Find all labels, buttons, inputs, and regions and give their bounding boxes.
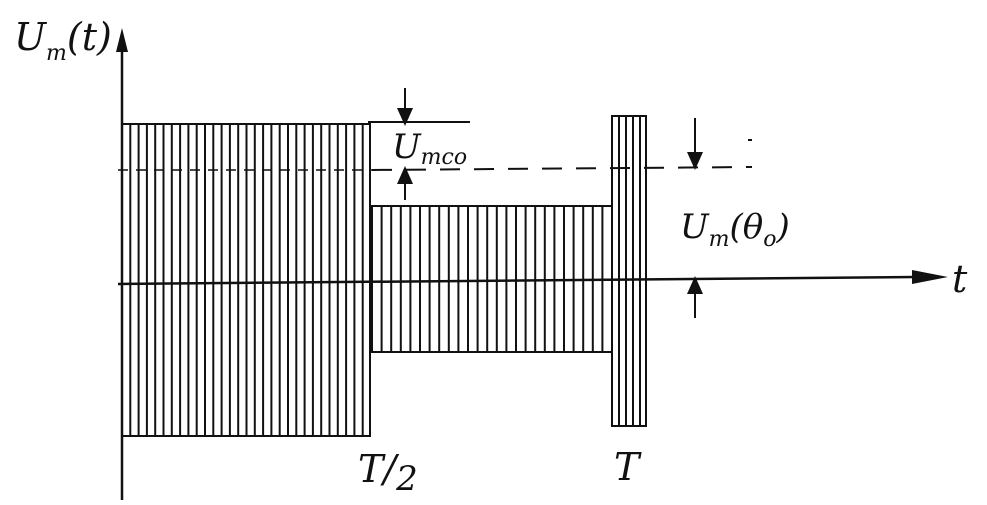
theta-label: Um(θo) xyxy=(680,207,790,252)
x-axis-label: t xyxy=(952,257,968,301)
y-axis-arrow xyxy=(116,28,128,52)
waveform-region-second-half xyxy=(371,205,613,353)
half-period-label: T/2 xyxy=(358,447,418,499)
y-axis-label: Um(t) xyxy=(14,15,112,66)
waveform-burst-at-T xyxy=(611,115,647,427)
period-label: T xyxy=(614,445,642,489)
u-mco-label: Umco xyxy=(392,127,467,170)
x-axis-arrow xyxy=(912,270,948,284)
waveform-region-first-half xyxy=(121,123,371,437)
